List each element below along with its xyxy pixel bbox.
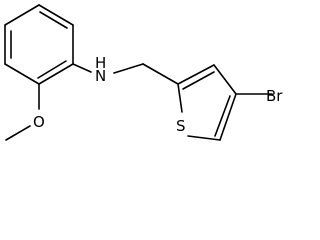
- bond: [38, 4, 74, 26]
- bond-aryl-n: [72, 63, 92, 73]
- bond: [4, 63, 40, 85]
- bond-o-methyl: [5, 125, 31, 141]
- methoxy-o-label: O: [33, 113, 45, 131]
- bond: [213, 64, 237, 95]
- double-bond-inner: [39, 11, 68, 29]
- double-bond-inner: [182, 71, 215, 90]
- bond: [187, 135, 221, 141]
- double-bond-inner: [214, 95, 231, 137]
- amine-n-label: N: [95, 67, 106, 85]
- thiophene-s-label: S: [176, 117, 186, 135]
- bond: [219, 93, 237, 141]
- double-bond-inner: [37, 60, 67, 79]
- benzene-ring: [4, 4, 74, 85]
- bond-n-ch2: [113, 63, 144, 74]
- bond: [177, 64, 215, 85]
- bond: [177, 83, 183, 113]
- bromine-label: Br: [266, 87, 283, 105]
- thiophene-ring: [177, 64, 237, 141]
- bond-ch2-thiophene: [142, 63, 179, 85]
- molecule-drawing: H N O S Br: [4, 4, 283, 141]
- amine-h-label: H: [95, 54, 106, 72]
- bond: [4, 4, 40, 26]
- structure-diagram: H N O S Br: [4, 4, 283, 141]
- bond: [38, 63, 74, 85]
